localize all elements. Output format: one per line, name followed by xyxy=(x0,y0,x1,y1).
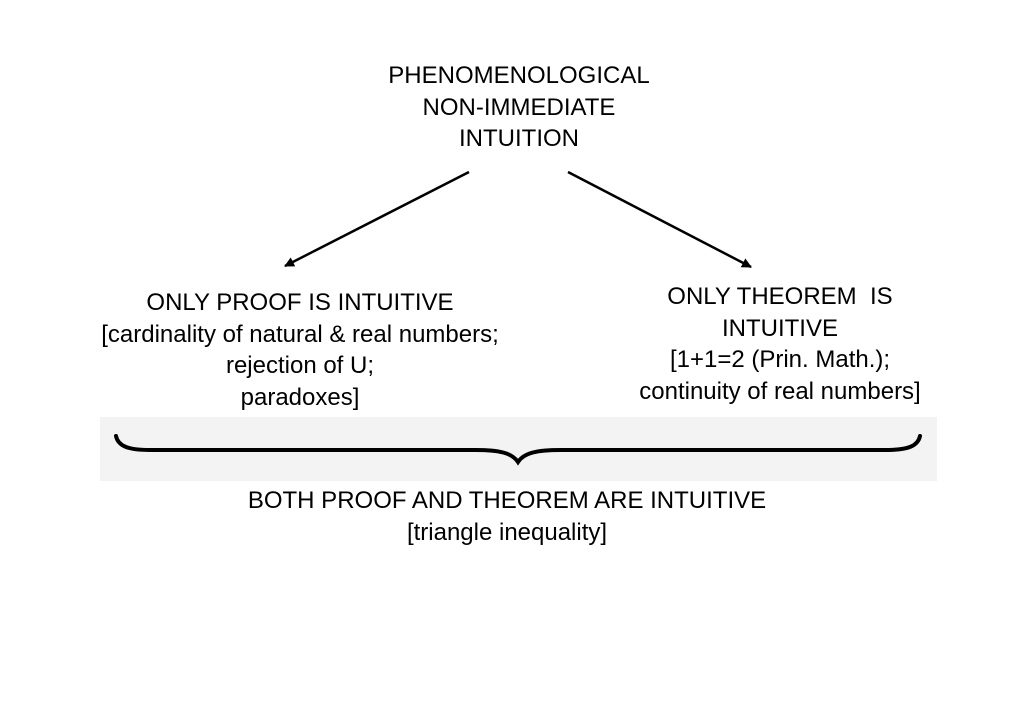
top-node-phenomenological-intuition: PHENOMENOLOGICAL NON-IMMEDIATE INTUITION xyxy=(309,60,729,155)
curly-brace xyxy=(114,434,922,466)
left-node-line: [cardinality of natural & real numbers; xyxy=(101,320,499,348)
right-node-only-theorem-intuitive: ONLY THEOREM IS INTUITIVE [1+1=2 (Prin. … xyxy=(580,281,980,407)
top-node-line: INTUITION xyxy=(459,125,579,152)
top-node-line: NON-IMMEDIATE xyxy=(422,93,616,121)
right-node-line: [1+1=2 (Prin. Math.); xyxy=(669,346,891,373)
arrow-to-right-node xyxy=(567,170,752,269)
right-node-line: INTUITIVE xyxy=(721,314,838,342)
top-node-line: PHENOMENOLOGICAL xyxy=(388,62,650,89)
bottom-node-line: [triangle inequality] xyxy=(406,518,608,546)
left-node-line: paradoxes] xyxy=(240,383,360,411)
left-node-line: ONLY PROOF IS INTUITIVE xyxy=(146,289,454,316)
bottom-node-line: BOTH PROOF AND THEOREM ARE INTUITIVE xyxy=(247,487,767,514)
left-node-only-proof-intuitive: ONLY PROOF IS INTUITIVE [cardinality of … xyxy=(40,287,560,413)
left-node-line: rejection of U; xyxy=(225,352,375,379)
right-node-line: ONLY THEOREM IS xyxy=(667,283,893,310)
right-node-line: continuity of real numbers] xyxy=(639,377,921,405)
bottom-node-both-intuitive: BOTH PROOF AND THEOREM ARE INTUITIVE [tr… xyxy=(157,485,857,548)
arrow-to-left-node xyxy=(284,170,470,268)
